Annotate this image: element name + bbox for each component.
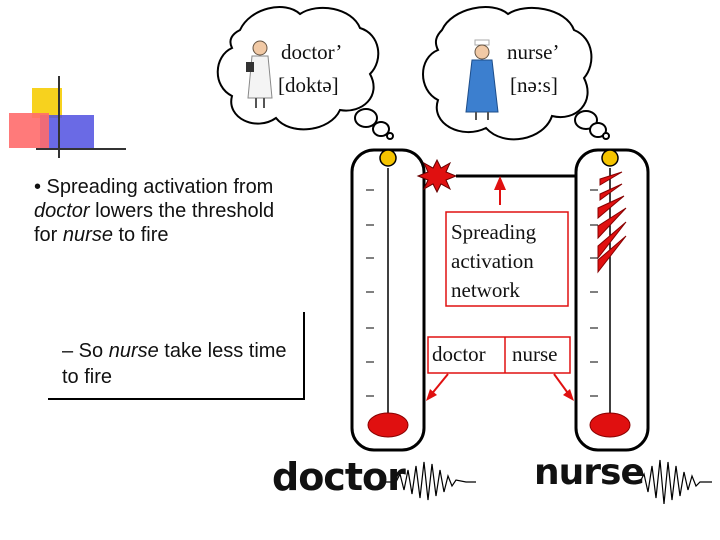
- thought-bubble-nurse: [422, 6, 610, 141]
- corner-decoration: [9, 76, 126, 158]
- nurse-phonetic-label: [nə:s]: [510, 73, 558, 97]
- sub-bullet-frame: [48, 312, 305, 400]
- sub-bullet-prefix: – So: [62, 340, 109, 362]
- doctor-word-label: doctor’: [281, 40, 343, 64]
- sub-bullet: – So nurse take less time to fire: [62, 338, 298, 390]
- spoken-word-nurse: nurse: [534, 452, 645, 493]
- main-bullet: • Spreading activation from doctor lower…: [34, 175, 296, 247]
- doctor-threshold-gauge: [350, 148, 426, 452]
- activation-spikes: [597, 171, 627, 274]
- bullet-em-doctor: doctor: [34, 200, 90, 222]
- doctor-figure-icon: [246, 40, 273, 108]
- bullet-middle: lowers the threshold for: [34, 200, 275, 246]
- bullet-suffix: to fire: [112, 224, 169, 246]
- sub-bullet-suffix: take less time to fire: [62, 340, 287, 388]
- network-label-line-1: Spreading: [451, 220, 537, 244]
- nurse-threshold-gauge: [574, 148, 650, 452]
- doctor-waveform-icon: [384, 461, 476, 501]
- doctor-phonetic-label: [doktə]: [278, 73, 339, 97]
- bullet-prefix: • Spreading activation from: [34, 176, 274, 198]
- network-label-line-2: activation: [451, 249, 534, 273]
- spoken-word-doctor: doctor: [272, 455, 406, 499]
- bullet-em-nurse: nurse: [62, 224, 113, 246]
- spreading-network-connector: [426, 174, 576, 401]
- thought-bubble-doctor: [216, 6, 394, 140]
- nurse-waveform-icon: [630, 459, 712, 505]
- network-label: Spreading activation network: [451, 218, 561, 305]
- nurse-figure-icon: [465, 39, 499, 120]
- network-node-nurse: nurse: [512, 342, 558, 366]
- nurse-word-label: nurse’: [507, 40, 560, 64]
- network-label-line-3: network: [451, 278, 520, 302]
- activation-burst-icon: [416, 158, 458, 194]
- sub-bullet-em: nurse: [108, 340, 159, 362]
- network-node-doctor: doctor: [432, 342, 486, 366]
